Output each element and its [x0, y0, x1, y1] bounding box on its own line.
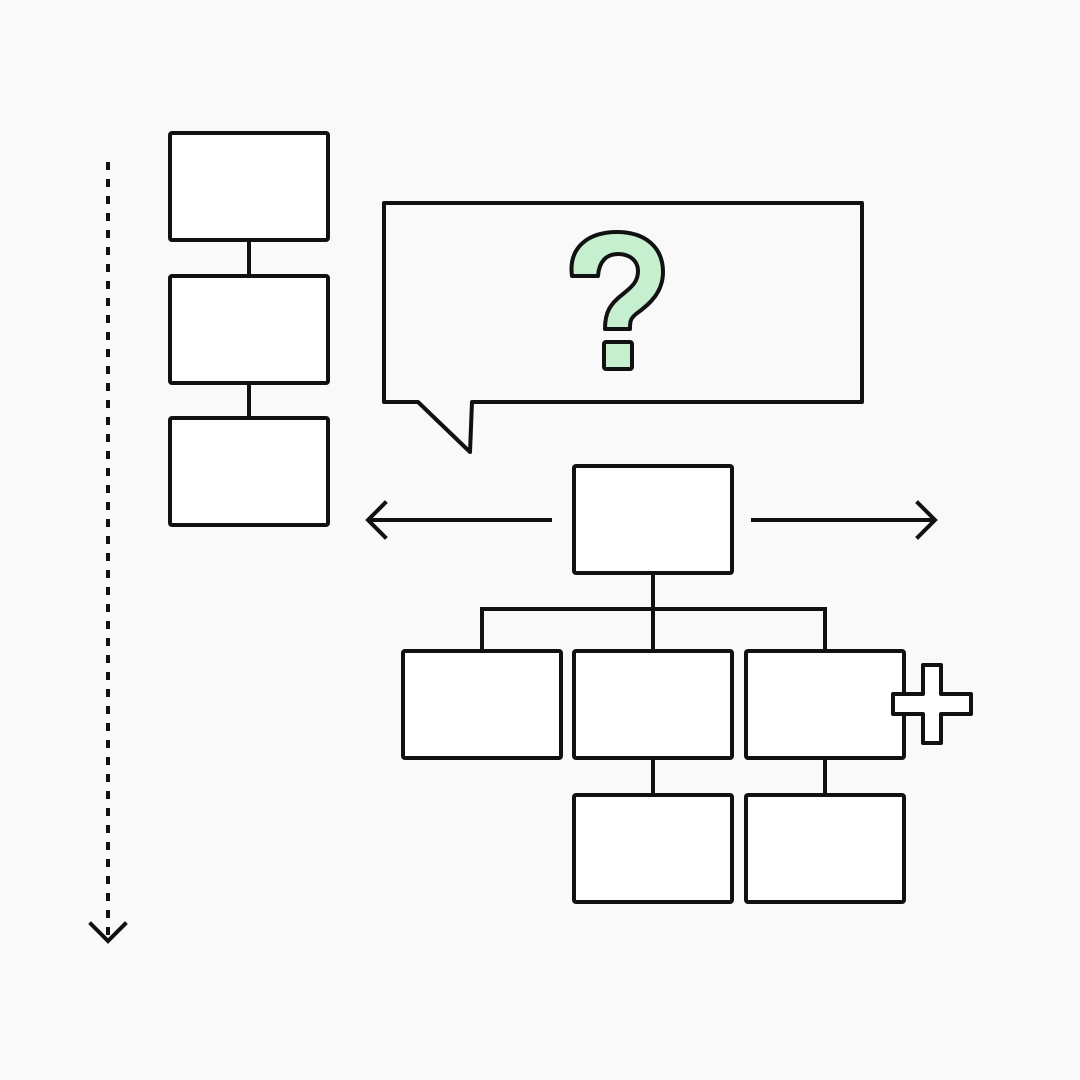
- right-arrow-icon: [751, 500, 938, 540]
- tree-root-box[interactable]: [572, 464, 734, 575]
- dashed-down-arrow-icon: [88, 162, 128, 944]
- branch-connector: [480, 607, 827, 651]
- tree: [401, 464, 906, 904]
- speech-bubble: [382, 201, 864, 454]
- tree-grandchild-box-1[interactable]: [572, 793, 734, 904]
- stack-box-1[interactable]: [168, 131, 330, 242]
- tree-child-box-3[interactable]: [744, 649, 906, 760]
- stack-box-2[interactable]: [168, 274, 330, 385]
- stack-box-3[interactable]: [168, 416, 330, 527]
- vertical-stack: [168, 131, 330, 527]
- tree-child-box-1[interactable]: [401, 649, 563, 760]
- left-arrow-icon: [365, 500, 552, 540]
- question-mark-icon: [569, 230, 665, 371]
- plus-icon[interactable]: [891, 663, 973, 745]
- tree-child-box-2[interactable]: [572, 649, 734, 760]
- tree-grandchild-box-2[interactable]: [744, 793, 906, 904]
